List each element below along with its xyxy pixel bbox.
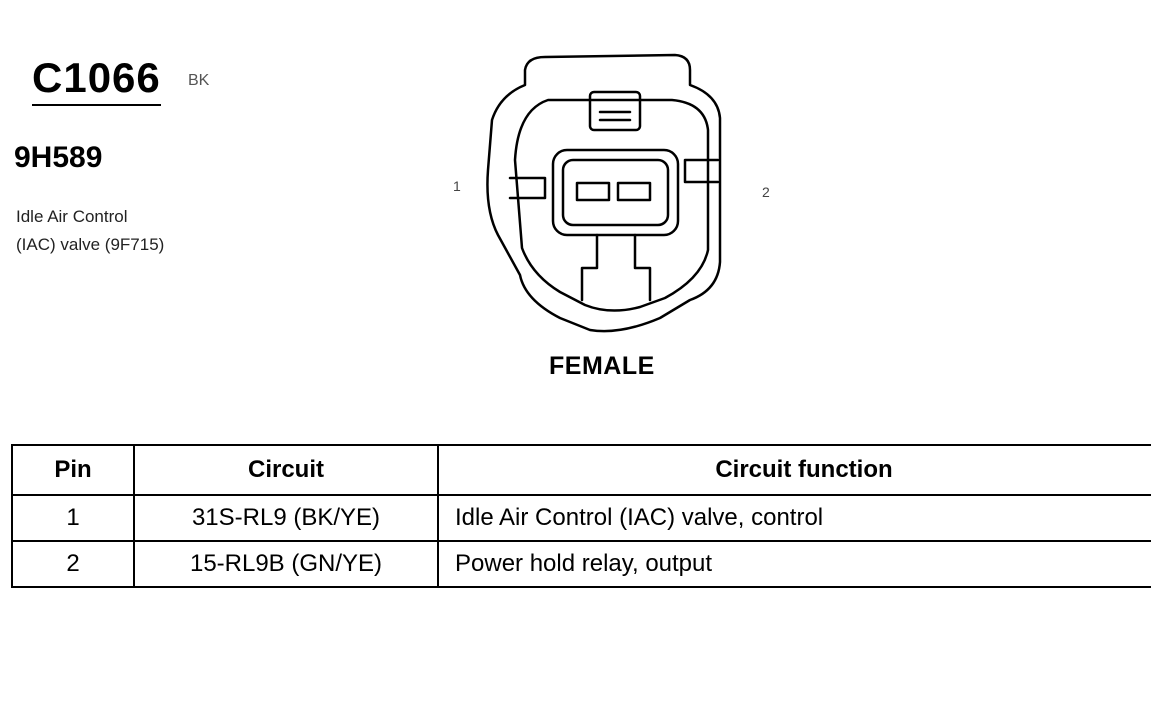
connector-id: C1066 [32, 54, 161, 106]
description-line-2: (IAC) valve (9F715) [16, 235, 165, 254]
connector-gender-label: FEMALE [549, 352, 655, 380]
locking-latch [588, 90, 642, 132]
bottom-key [580, 233, 652, 302]
pin-2-label: 2 [762, 184, 770, 200]
pin-1-label: 1 [453, 178, 461, 194]
description-line-1: Idle Air Control [16, 207, 128, 226]
table-row: 2 15-RL9B (GN/YE) Power hold relay, outp… [11, 540, 1151, 588]
part-number: 9H589 [14, 141, 103, 174]
connector-face-diagram [486, 53, 722, 333]
terminal-cavity [551, 148, 680, 237]
header-circuit-function: Circuit function [437, 444, 1151, 496]
header-pin: Pin [11, 444, 135, 496]
right-keyway [683, 158, 720, 184]
cell-circuit: 31S-RL9 (BK/YE) [133, 494, 439, 542]
header-circuit: Circuit [133, 444, 439, 496]
cell-circuit: 15-RL9B (GN/YE) [133, 540, 439, 588]
pin-2-terminal [616, 181, 652, 202]
cell-pin: 1 [11, 494, 135, 542]
connector-housing-outline [486, 53, 722, 333]
pin-1-terminal [575, 181, 611, 202]
cell-circuit-function: Power hold relay, output [437, 540, 1151, 588]
pin-circuit-table: Pin Circuit Circuit function 1 31S-RL9 (… [11, 444, 1151, 588]
table-row: 1 31S-RL9 (BK/YE) Idle Air Control (IAC)… [11, 494, 1151, 542]
color-code: BK [188, 72, 210, 89]
connector-inner-body [513, 98, 710, 312]
left-keyway [508, 176, 547, 200]
cell-circuit-function: Idle Air Control (IAC) valve, control [437, 494, 1151, 542]
table-header-row: Pin Circuit Circuit function [11, 444, 1151, 496]
cell-pin: 2 [11, 540, 135, 588]
